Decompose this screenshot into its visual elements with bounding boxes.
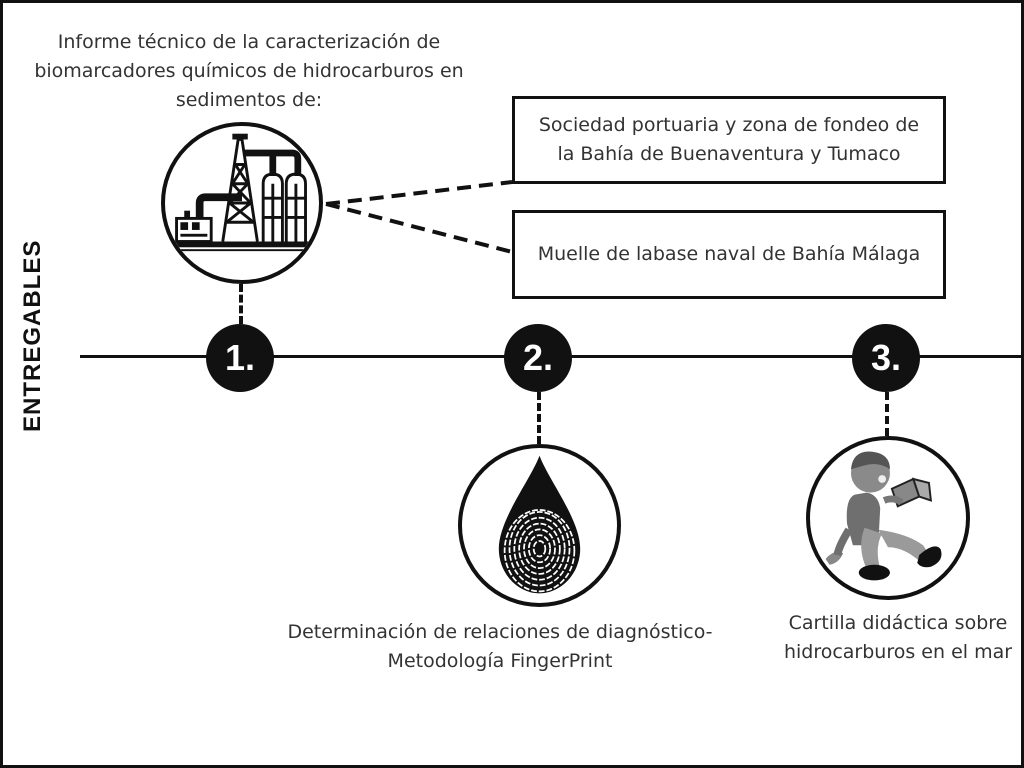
deliverable-3-number: 3. bbox=[852, 324, 920, 392]
deliverable-2-connector bbox=[537, 392, 541, 444]
site-box-1-label: Sociedad portuaria y zona de fondeo de l… bbox=[538, 114, 920, 165]
deliverable-2-description: Determinación de relaciones de diagnósti… bbox=[287, 621, 713, 672]
deliverable-3-icon-circle bbox=[806, 436, 970, 600]
deliverable-2-number: 2. bbox=[504, 324, 572, 392]
fingerprint-drop-icon bbox=[498, 455, 581, 594]
deliverable-2-icon-circle bbox=[458, 444, 621, 607]
oil-refinery-icon bbox=[172, 133, 312, 252]
site-box-1: Sociedad portuaria y zona de fondeo de l… bbox=[512, 96, 946, 184]
deliverable-1-description: Informe técnico de la caracterización de… bbox=[34, 31, 464, 111]
child-reading-book-icon bbox=[825, 451, 942, 581]
site-box-2: Muelle de labase naval de Bahía Málaga bbox=[512, 210, 946, 299]
deliverable-3-connector bbox=[885, 392, 889, 436]
site-box-2-label: Muelle de labase naval de Bahía Málaga bbox=[537, 243, 921, 265]
deliverable-1-icon-circle bbox=[161, 122, 323, 284]
deliverable-1-number: 1. bbox=[206, 324, 274, 392]
deliverable-1-connector bbox=[239, 284, 243, 324]
side-label: ENTREGABLES bbox=[19, 239, 46, 432]
deliverable-3-description: Cartilla didáctica sobre hidrocarburos e… bbox=[783, 612, 1013, 663]
